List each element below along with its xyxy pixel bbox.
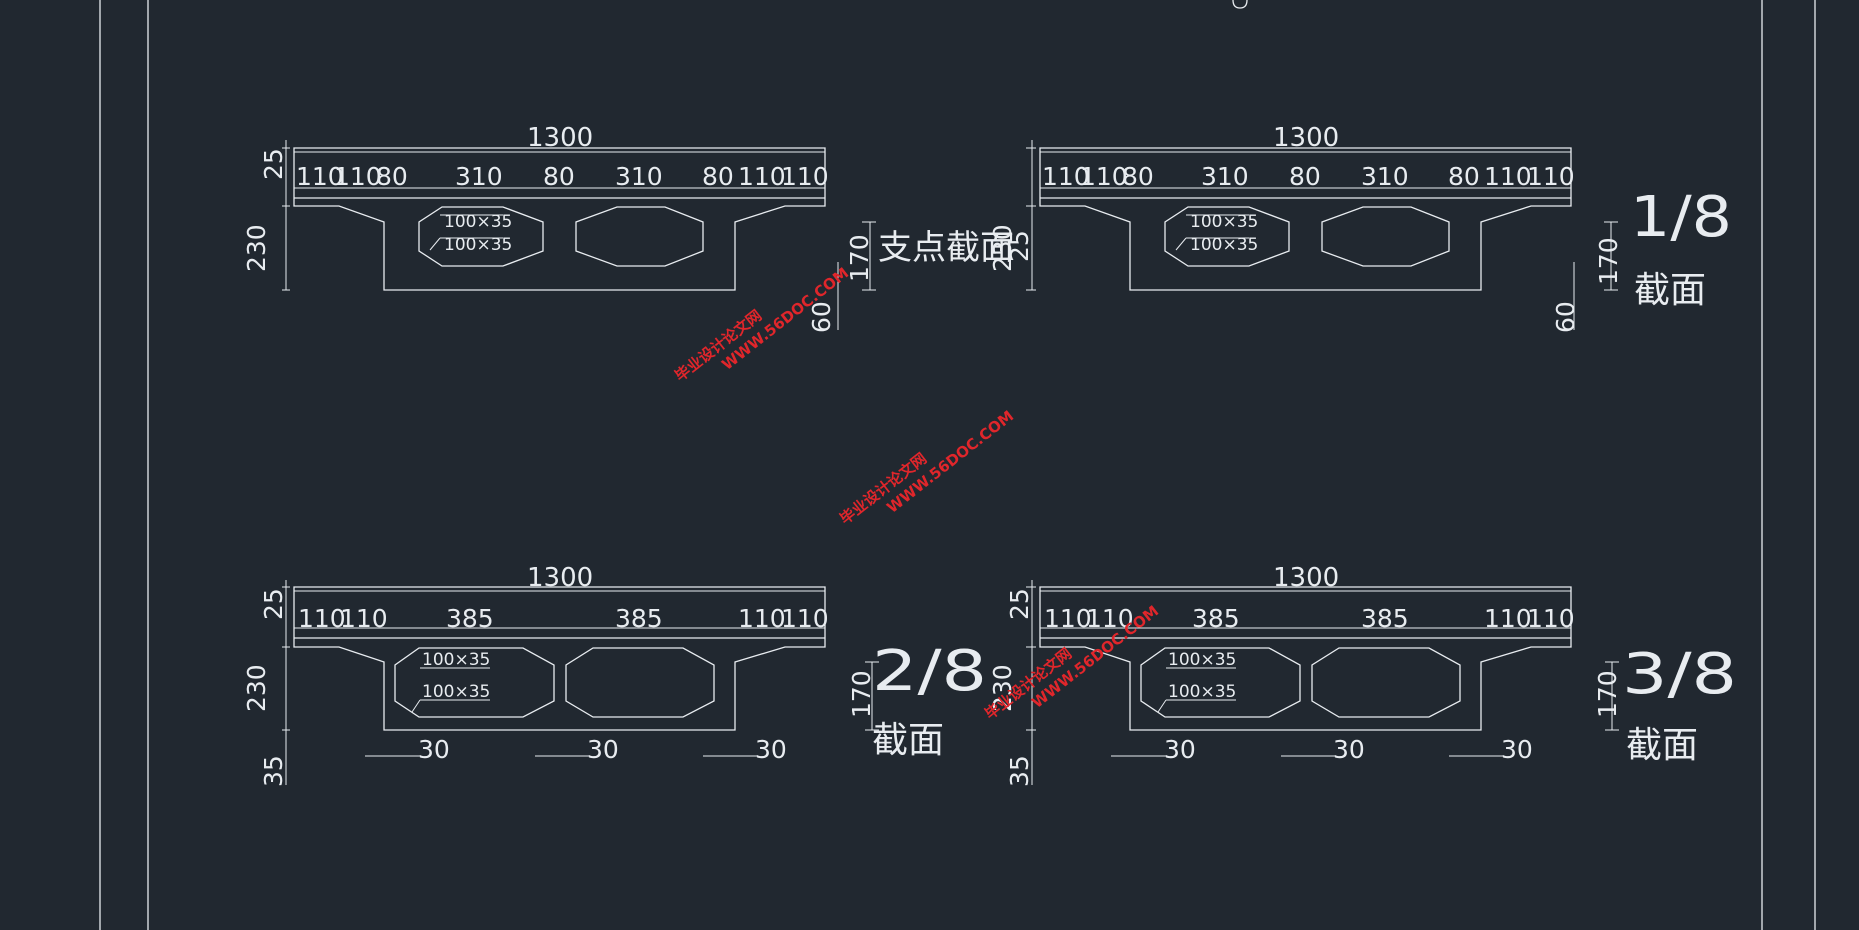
- section-title-suffix: 截面: [872, 720, 944, 761]
- left-dim: 230: [988, 224, 1017, 272]
- right-dim: 60: [1551, 301, 1580, 333]
- dim-label: 80: [1122, 162, 1154, 191]
- dim-label: 310: [615, 162, 663, 191]
- right-dim: 170: [847, 670, 876, 718]
- dim-label: 110: [296, 162, 344, 191]
- box-cell-left: [1164, 206, 1290, 267]
- dim-label: 110: [298, 604, 346, 633]
- dim-label: 310: [1361, 162, 1409, 191]
- dim-label: 110: [1484, 162, 1532, 191]
- box-cell-right: [1311, 647, 1461, 718]
- dim-label: 80: [1289, 162, 1321, 191]
- right-dim: 170: [1594, 237, 1623, 285]
- drawing-frame: [99, 0, 1816, 930]
- dim-label: 385: [615, 604, 663, 633]
- top-width-label: 1300: [527, 123, 593, 153]
- dim-label: 110: [1527, 162, 1575, 191]
- left-dim: 25: [1005, 230, 1034, 262]
- left-dim: 25: [1005, 588, 1034, 620]
- segment-dims: 110 110 385 385 110 110: [298, 604, 829, 633]
- box-cell-right: [575, 206, 704, 267]
- section-title-fraction: 3/8: [1622, 642, 1737, 707]
- top-width-label: 1300: [1273, 123, 1339, 153]
- right-dim: 170: [845, 234, 874, 282]
- segment-dims: 110 110 80 310 80 310 80 110 110: [1042, 162, 1575, 191]
- dim-label: 30: [1501, 735, 1533, 764]
- dim-label: 80: [376, 162, 408, 191]
- left-dim: 25: [259, 588, 288, 620]
- dim-label: 110: [340, 604, 388, 633]
- bottom-dims: 30 30 30: [1164, 735, 1533, 764]
- dim-label: 110: [781, 604, 829, 633]
- dim-label: 110: [781, 162, 829, 191]
- section-title-fraction: 2/8: [872, 639, 987, 704]
- section-title-fraction: 1/8: [1630, 185, 1732, 250]
- dim-label: 385: [446, 604, 494, 633]
- box-cell-left: [1140, 647, 1301, 718]
- dim-label: 110: [1044, 604, 1092, 633]
- dim-label: 30: [755, 735, 787, 764]
- box-girder-outline: [293, 586, 826, 731]
- top-width-label: 1300: [527, 563, 593, 593]
- box-cell-right: [1321, 206, 1450, 267]
- segment-dims: 110 110 80 310 80 310 80 110 110: [296, 162, 829, 191]
- cell-label: 100×35: [1190, 212, 1258, 232]
- section-title: 支点截面: [878, 228, 1014, 268]
- box-cell-right: [565, 647, 715, 718]
- left-dim: 230: [242, 224, 271, 272]
- dim-label: 385: [1361, 604, 1409, 633]
- right-dim: 170: [1593, 670, 1622, 718]
- bottom-dims: 30 30 30: [418, 735, 787, 764]
- dim-label: 385: [1192, 604, 1240, 633]
- left-dim: 25: [259, 148, 288, 180]
- section-one-eighth: 1300 110 110 80 310 80 310 80 110 110 10…: [988, 123, 1732, 333]
- dim-label: 30: [418, 735, 450, 764]
- top-width-label: 1300: [1273, 563, 1339, 593]
- dim-label: 110: [1086, 604, 1134, 633]
- section-support: 1300 110 110 80 310 80 310 80 110 110 10…: [242, 123, 1014, 333]
- box-cell-left: [394, 647, 555, 718]
- box-cell-left: [418, 206, 544, 267]
- left-dim: 230: [988, 664, 1017, 712]
- left-dim: 35: [1005, 755, 1034, 787]
- right-dim: 60: [807, 301, 836, 333]
- dim-label: 110: [1080, 162, 1128, 191]
- box-girder-outline: [1039, 147, 1572, 291]
- section-two-eighth: 1300 110 110 385 385 110 110 100×35 100×…: [242, 563, 987, 787]
- dim-label: 80: [543, 162, 575, 191]
- dim-label: 80: [702, 162, 734, 191]
- dim-label: 310: [1201, 162, 1249, 191]
- cell-label: 100×35: [444, 235, 512, 255]
- left-dim: 230: [242, 664, 271, 712]
- dim-label: 110: [1484, 604, 1532, 633]
- dim-label: 310: [455, 162, 503, 191]
- left-dim: 35: [259, 755, 288, 787]
- box-girder-outline: [1039, 586, 1572, 731]
- dim-label: 110: [738, 604, 786, 633]
- section-title-suffix: 截面: [1626, 725, 1698, 766]
- box-girder-outline: [293, 147, 826, 291]
- segment-dims: 110 110 385 385 110 110: [1044, 604, 1575, 633]
- dim-label: 110: [1042, 162, 1090, 191]
- dim-label: 30: [587, 735, 619, 764]
- cell-label: 100×35: [444, 212, 512, 232]
- dim-label: 110: [738, 162, 786, 191]
- cell-label: 100×35: [1168, 682, 1236, 702]
- cell-label: 100×35: [422, 650, 490, 670]
- dim-label: 110: [1527, 604, 1575, 633]
- dim-label: 30: [1333, 735, 1365, 764]
- section-three-eighth: 1300 110 110 385 385 110 110 100×35 100×…: [988, 563, 1737, 787]
- cell-label: 100×35: [1190, 235, 1258, 255]
- dim-label: 80: [1448, 162, 1480, 191]
- dim-label: 110: [334, 162, 382, 191]
- cell-label: 100×35: [422, 682, 490, 702]
- cell-label: 100×35: [1168, 650, 1236, 670]
- section-title-suffix: 截面: [1634, 270, 1706, 311]
- dim-label: 30: [1164, 735, 1196, 764]
